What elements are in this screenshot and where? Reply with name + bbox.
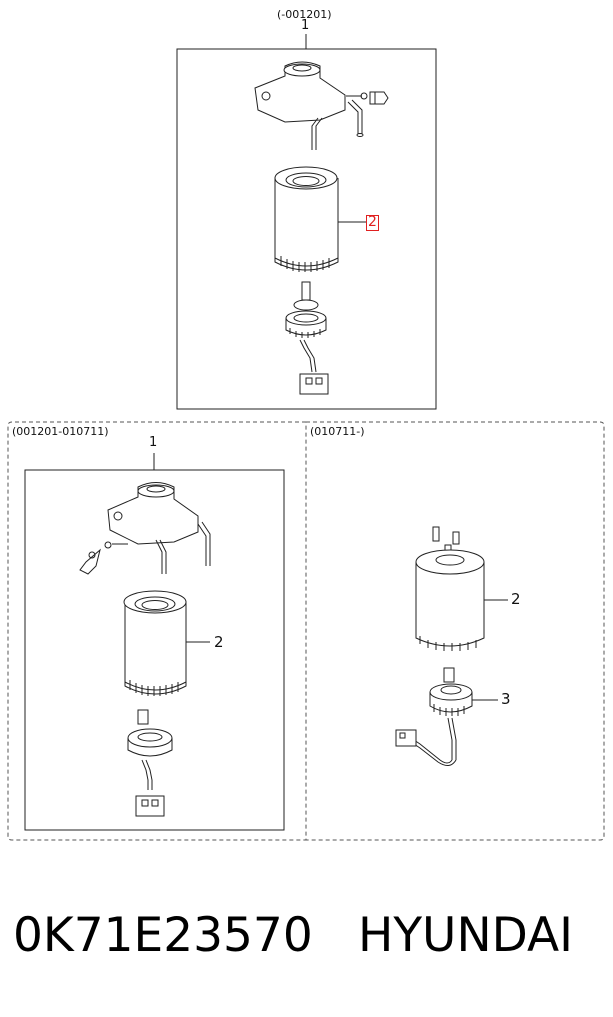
bottom-left-dashed-frame: [7, 421, 306, 841]
top-assembly-callout: 1: [301, 18, 310, 33]
top-water-sensor: [285, 281, 329, 395]
top-filter-cartridge: [274, 166, 366, 272]
bottom-right-filter-callout: 2: [511, 590, 521, 608]
bottom-right-range-label: (010711-): [310, 425, 365, 438]
brand-name: HYUNDAI: [358, 908, 573, 963]
top-filter-head: [254, 61, 389, 150]
bottom-right-filter-cartridge: [415, 526, 508, 651]
top-range-label: (-001201): [277, 8, 332, 21]
bottom-left-assembly-callout: 1: [149, 435, 158, 450]
top-panel: [176, 34, 437, 410]
top-filter-callout: 2: [368, 214, 377, 230]
bottom-left-water-sensor: [127, 709, 173, 817]
bottom-right-panel: [305, 421, 605, 841]
bottom-left-filter-callout: 2: [214, 633, 224, 651]
bottom-left-panel: [7, 421, 306, 841]
bottom-right-water-sensor: [395, 667, 498, 766]
bottom-right-dashed-frame: [305, 421, 605, 841]
part-number: 0K71E23570: [13, 908, 313, 963]
bottom-left-filter-cartridge: [123, 590, 210, 696]
bottom-left-range-label: (001201-010711): [12, 425, 109, 438]
top-filter-callout-highlight[interactable]: 2: [366, 215, 379, 231]
bottom-right-sensor-callout: 3: [501, 690, 511, 708]
bottom-left-filter-head: [79, 482, 211, 575]
